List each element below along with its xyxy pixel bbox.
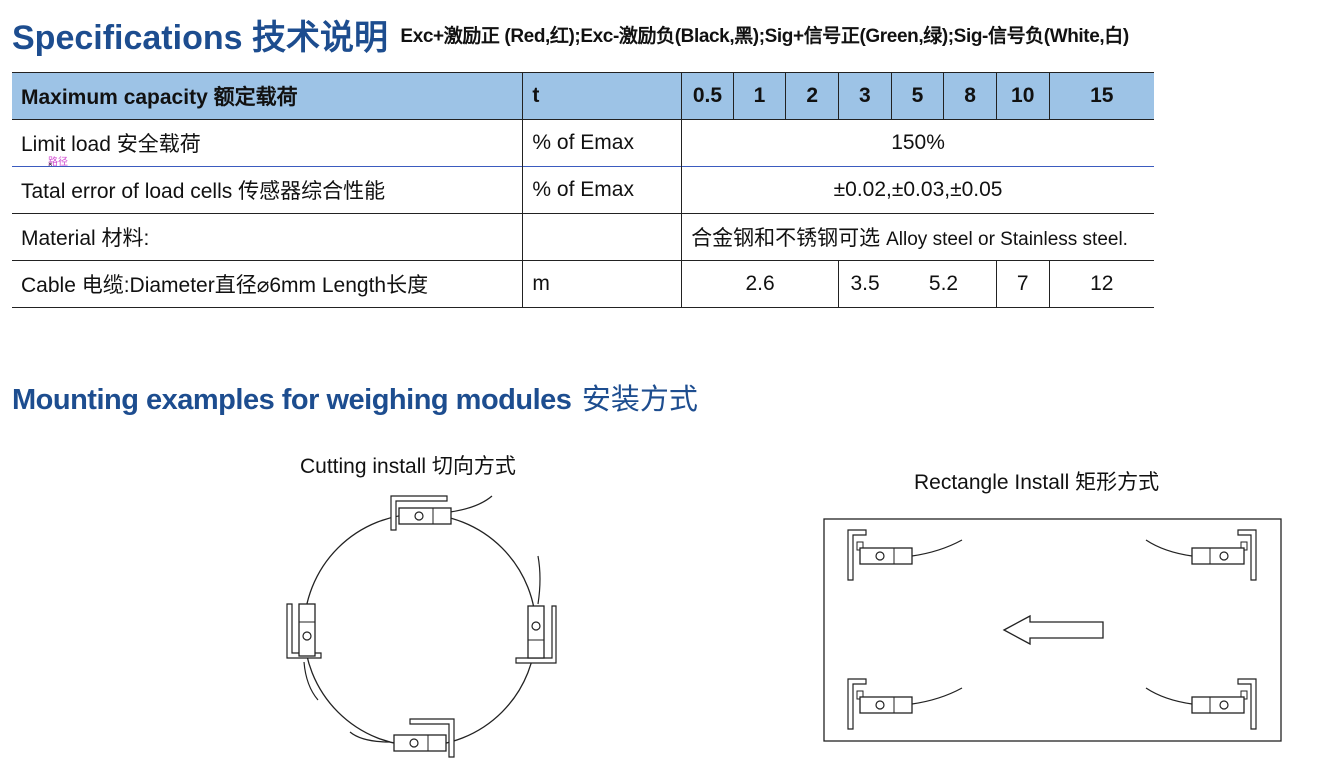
cable-length-value: 5.2 bbox=[928, 272, 959, 295]
table-header-row: Maximum capacity 额定载荷 t 0.5 1 2 3 5 8 10… bbox=[12, 72, 1154, 120]
mounting-title-en: Mounting examples for weighing modules bbox=[12, 384, 572, 416]
table-row: Tatal error of load cells 传感器综合性能 % of E… bbox=[12, 166, 1154, 214]
capacity-value: 2 bbox=[785, 72, 839, 120]
header: Specifications 技术说明 Exc+激励正 (Red,红);Exc-… bbox=[12, 10, 1129, 59]
total-error-value: ±0.02,±0.03,±0.05 bbox=[681, 166, 1154, 214]
capacity-value: 10 bbox=[995, 72, 1050, 120]
total-error-unit: % of Emax bbox=[522, 166, 682, 214]
wiring-legend: Exc+激励正 (Red,红);Exc-激励负(Black,黑);Sig+信号正… bbox=[400, 26, 1129, 47]
capacity-value: 5 bbox=[890, 72, 944, 120]
cable-length-value: 7 bbox=[995, 260, 1050, 308]
total-error-label: Tatal error of load cells 传感器综合性能 bbox=[21, 180, 386, 203]
cable-unit: m bbox=[522, 260, 682, 308]
capacity-value: 8 bbox=[943, 72, 997, 120]
cable-length-value: 2.6 bbox=[681, 260, 839, 308]
spec-table: Maximum capacity 额定载荷 t 0.5 1 2 3 5 8 10… bbox=[12, 72, 1154, 308]
rectangle-install-caption: Rectangle Install 矩形方式 bbox=[914, 471, 1160, 494]
material-label: Material 材料: bbox=[21, 227, 150, 250]
limit-load-value: 150% bbox=[681, 119, 1154, 167]
load-cell-right bbox=[515, 605, 557, 664]
material-unit bbox=[522, 213, 682, 261]
table-row: Limit load 安全载荷 % of Emax 150% bbox=[12, 119, 1154, 167]
load-cell-bottom bbox=[393, 718, 455, 758]
capacity-label: Maximum capacity 额定载荷 bbox=[21, 86, 298, 109]
rectangle-install-diagram bbox=[823, 518, 1282, 742]
cable-length-value: 3.5 bbox=[837, 260, 892, 308]
table-row: Cable 电缆:Diameter直径⌀6mm Length长度 m 2.6 3… bbox=[12, 260, 1154, 308]
load-cell-left bbox=[286, 603, 322, 659]
cutting-install-caption: Cutting install 切向方式 bbox=[300, 455, 516, 478]
capacity-value: 15 bbox=[1048, 72, 1154, 120]
cable-length-value: 12 bbox=[1048, 260, 1154, 308]
load-cell-top bbox=[390, 495, 452, 531]
limit-load-label: Limit load 安全载荷 bbox=[21, 133, 201, 156]
capacity-unit: t bbox=[522, 72, 682, 120]
capacity-value: 1 bbox=[732, 72, 786, 120]
path-annotation: 路径 bbox=[48, 157, 68, 168]
capacity-value: 0.5 bbox=[681, 72, 734, 120]
path-anchor-icon: × bbox=[48, 160, 53, 169]
mounting-title-zh: 安装方式 bbox=[581, 384, 698, 416]
mounting-title: Mounting examples for weighing modules 安… bbox=[12, 376, 698, 418]
limit-load-unit: % of Emax bbox=[522, 119, 682, 167]
cutting-install-diagram bbox=[286, 495, 557, 758]
material-value-en: Alloy steel or Stainless steel. bbox=[886, 229, 1128, 250]
capacity-value: 3 bbox=[837, 72, 892, 120]
cable-label: Cable 电缆:Diameter直径⌀6mm Length长度 bbox=[21, 274, 429, 297]
arrow-left-icon bbox=[1002, 614, 1104, 646]
material-value-zh: 合金钢和不锈钢可选 bbox=[691, 227, 881, 250]
page-title: Specifications 技术说明 bbox=[12, 19, 388, 57]
